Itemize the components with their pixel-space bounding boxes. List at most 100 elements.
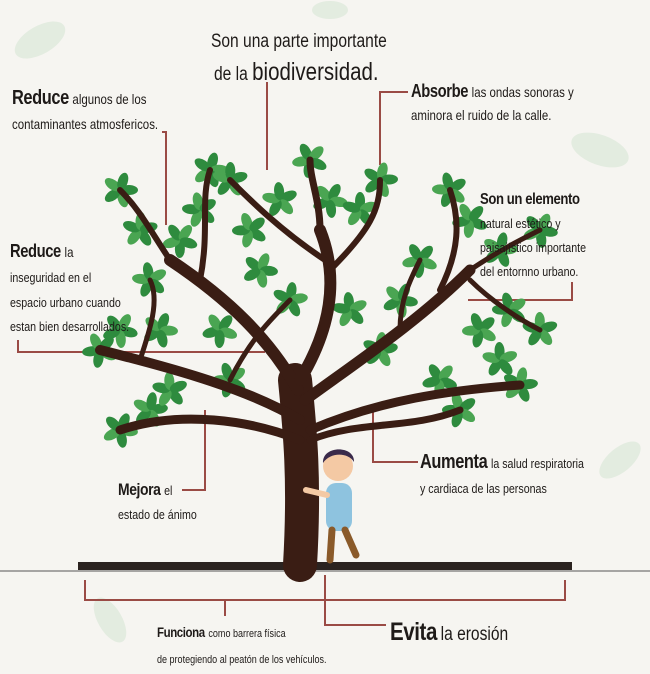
callout-evita: Evita la erosión [390,614,508,650]
leaf [146,392,157,411]
callout-text: la erosión [440,624,509,645]
leaf [497,249,510,267]
callout-bold: Evita [390,618,437,646]
leaf [217,179,232,195]
leaf [378,349,391,367]
leaf [241,212,253,231]
leaf [208,314,222,331]
background-leaves [14,1,641,643]
ground-bar [78,562,572,570]
leaf [528,329,542,346]
leaf [316,185,332,201]
leaf [136,409,151,424]
leaf [409,244,422,261]
leaf [488,359,502,376]
callout-text: estan bien desarrollados. [10,319,130,335]
leaf [538,213,551,231]
leaf [539,321,558,333]
callout-text: la [64,244,74,260]
leaf [364,168,381,182]
callout-bold: Absorbe [411,81,469,101]
leaf [309,146,324,161]
leaf [299,143,312,161]
callout-bold: Mejora [118,480,161,499]
leaf [273,289,291,302]
title-bold: biodiversidad. [252,58,379,86]
child-hugging-tree [303,449,360,564]
leaf [470,313,483,331]
leaf [459,398,476,412]
leaf [348,209,362,226]
leaf [438,365,453,381]
leaf [278,199,294,215]
leaf [383,298,401,311]
leaf [325,199,337,218]
callout-text: del entornno urbano. [480,264,579,279]
leaf [169,380,187,393]
leaf [538,329,553,345]
leaf [428,364,442,381]
leaf [214,329,225,348]
leaf [499,351,518,363]
leaf [349,300,367,313]
leaf [328,183,341,201]
leaf [479,317,495,332]
tree-trunk-branches [95,156,543,582]
title-prefix: de la [214,64,248,85]
leaf [365,178,381,193]
title-line-1: Son una parte importante [211,31,387,52]
leaf [103,327,121,340]
leaf [249,217,265,232]
callout-elemento-natural: Son un elemento natural estético y paisa… [480,188,586,284]
callout-bold: Aumenta [420,451,488,473]
leaf [509,298,526,312]
leaf [118,314,131,331]
leaf [168,224,182,241]
leaf [149,269,167,282]
leaf [418,245,433,261]
leaf [179,237,198,249]
callout-reduce-inseguridad: Reduce la inseguridad en el espacio urba… [10,238,129,340]
callout-absorbe: Absorbe las ondas sonoras y aminora el r… [411,78,574,127]
callout-text: y cardiaca de las personas [420,481,547,496]
leaf [117,172,129,191]
callout-text: natural estético y [480,216,561,231]
leaf [244,268,261,281]
leaf [484,238,501,252]
leaf [459,203,472,221]
callout-funciona: Funciona como barrera física de protegie… [157,620,327,671]
callout-text: algunos de los [72,91,147,107]
callout-lines [17,82,573,626]
callout-text: espacio urbano cuando [10,294,121,310]
leaf [498,359,513,375]
callout-text: estado de ánimo [118,506,197,522]
leaf [127,229,142,245]
callout-bold: Reduce [12,87,69,109]
title-line-2: de la biodiversidad. [214,54,379,90]
leaf [158,389,172,406]
leaf [449,178,466,192]
callout-text: aminora el ruido de la calle. [411,107,552,124]
callout-text: contaminantes atmosfericos. [12,116,159,132]
leaf [422,376,441,388]
callout-text: de protegiendo al peatón de los vehículo… [157,653,327,666]
callout-text: la salud respiratoria [490,456,584,471]
leaf [288,299,301,317]
callout-text: el [164,483,173,498]
leaf [339,309,352,327]
leaf [539,226,558,237]
callout-mejora: Mejora el estado de ánimo [118,478,197,526]
leaf [386,286,401,301]
leaf [156,329,168,348]
callout-bold: Son un elemento [480,191,580,208]
leaf [194,158,211,172]
leaf [459,408,476,423]
leaf [269,199,282,216]
leaf [526,216,541,231]
leaf [342,201,361,213]
callout-bold: Funciona [157,624,205,640]
callout-text: las ondas sonoras y [471,84,574,100]
leaf [249,228,266,242]
leaf [349,309,364,324]
